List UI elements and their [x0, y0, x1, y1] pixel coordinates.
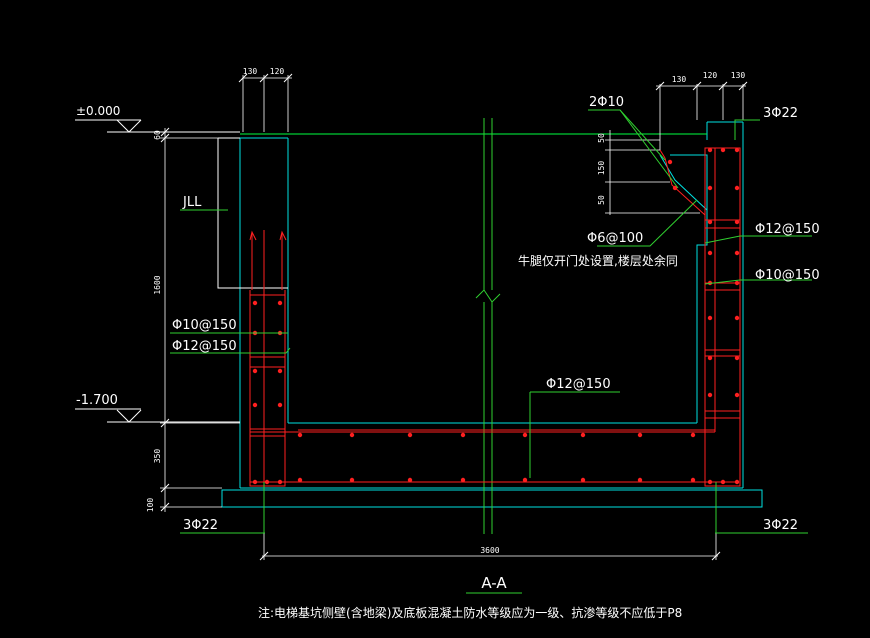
jll-outline — [217, 138, 288, 289]
label-left-bottom-bars: 3Φ22 — [183, 518, 218, 533]
dim-right-v-2: 150 — [597, 161, 606, 176]
dim-left-v-3: 350 — [153, 449, 162, 464]
elevation-bottom: -1.700 — [76, 393, 118, 408]
section-title: A-A — [481, 574, 507, 592]
label-left-phi10: Φ10@150 — [172, 318, 237, 333]
dimension-ticks — [160, 73, 748, 561]
leader-lines — [170, 109, 812, 534]
label-corbel-note: 牛腿仅开门处设置,楼层处余同 — [518, 253, 678, 268]
dim-right-v-3: 50 — [597, 195, 606, 205]
dim-top-left-1: 130 — [243, 67, 258, 76]
label-right-phi10: Φ10@150 — [755, 268, 820, 283]
label-right-bottom-bars: 3Φ22 — [763, 518, 798, 533]
label-jll: JLL — [182, 195, 202, 210]
rebar-dots — [252, 147, 740, 485]
dim-top-right-1: 130 — [672, 75, 687, 84]
break-line — [475, 118, 501, 534]
drawing-note: 注:电梯基坑侧壁(含地梁)及底板混凝土防水等级应为一级、抗渗等级不应低于P8 — [258, 605, 682, 620]
elevation-top: ±0.000 — [76, 104, 120, 118]
label-left-phi12: Φ12@150 — [172, 339, 237, 354]
dim-right-v-1: 50 — [597, 133, 606, 143]
label-bottom-phi12: Φ12@150 — [546, 377, 611, 392]
rebar-lines — [249, 147, 741, 488]
dim-top-left-2: 120 — [270, 67, 285, 76]
dim-top-right-2: 120 — [703, 71, 718, 80]
elevation-markers — [75, 119, 240, 423]
label-right-phi12: Φ12@150 — [755, 222, 820, 237]
dim-left-v-2: 1600 — [153, 275, 162, 294]
dim-top-right-3: 130 — [731, 71, 746, 80]
dim-left-v-4: 100 — [146, 498, 155, 513]
label-right-3phi22-top: 3Φ22 — [763, 106, 798, 121]
dim-left-v-1: 60 — [153, 130, 162, 140]
dim-bottom-width: 3600 — [480, 546, 499, 555]
label-right-phi6: Φ6@100 — [587, 231, 643, 246]
label-right-2phi10: 2Φ10 — [589, 95, 624, 110]
dimension-lines — [160, 75, 746, 560]
